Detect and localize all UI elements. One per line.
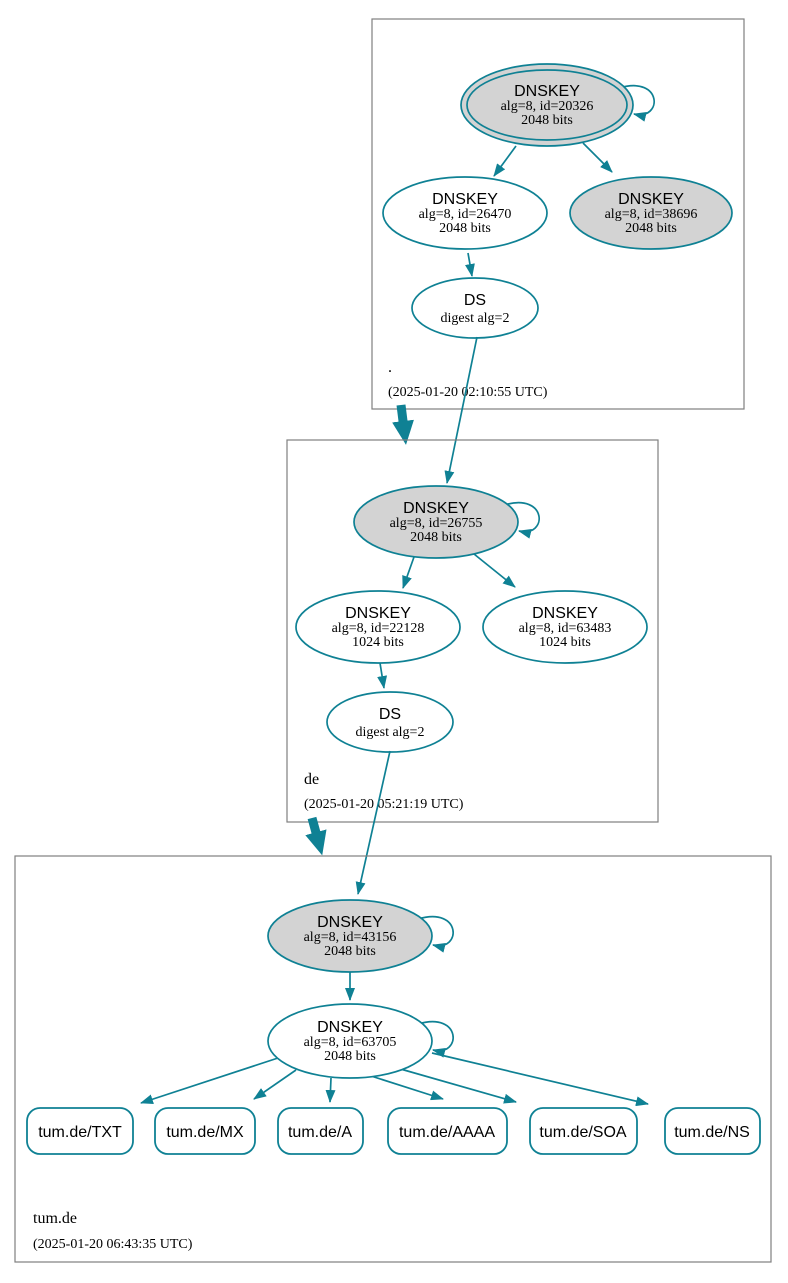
zone-timestamp-de: (2025-01-20 05:21:19 UTC) bbox=[304, 797, 464, 812]
rrset-mx-rect bbox=[154, 1107, 256, 1155]
dnskey-bits: 1024 bits bbox=[539, 635, 591, 650]
dnskey-node-root-zsk: DNSKEY alg=8, id=26470 2048 bits bbox=[382, 176, 548, 250]
rrsig-arrow-root-ksk-to-key2 bbox=[582, 142, 613, 173]
dnskey-tumde-zsk-ellipse bbox=[267, 1003, 433, 1079]
rrset-ns-rect bbox=[664, 1107, 761, 1155]
zone-name-root: . bbox=[388, 359, 392, 376]
dnskey-node-tumde-zsk: DNSKEY alg=8, id=63705 2048 bits bbox=[267, 1003, 433, 1079]
dnskey-root-key2-ellipse bbox=[569, 176, 733, 250]
dnskey-title: DNSKEY bbox=[618, 191, 684, 208]
dnskey-node-de-key2: DNSKEY alg=8, id=63483 1024 bits bbox=[482, 590, 648, 664]
dnskey-bits: 2048 bits bbox=[410, 530, 462, 545]
dnskey-title: DNSKEY bbox=[403, 500, 469, 517]
dnskey-title: DNSKEY bbox=[317, 1019, 383, 1036]
rrsig-arrow-de-ksk-to-key2 bbox=[473, 553, 516, 588]
ds-title: DS bbox=[379, 706, 401, 723]
rrset-node-tumde-mx: tum.de/MX bbox=[154, 1107, 256, 1155]
rrset-label: tum.de/MX bbox=[166, 1124, 244, 1141]
rrsig-arrow-root-zsk-to-ds bbox=[465, 252, 475, 277]
rrset-label: tum.de/NS bbox=[674, 1124, 750, 1141]
dnskey-root-ksk-inner-ellipse bbox=[466, 69, 628, 141]
ds-digest: digest alg=2 bbox=[441, 311, 510, 326]
dnskey-node-de-zsk: DNSKEY alg=8, id=22128 1024 bits bbox=[295, 590, 461, 664]
dnskey-alg-id: alg=8, id=43156 bbox=[304, 930, 397, 945]
dnskey-title: DNSKEY bbox=[317, 914, 383, 931]
ds-arrow-root-to-de-ksk bbox=[444, 336, 478, 484]
rrset-node-tumde-ns: tum.de/NS bbox=[664, 1107, 761, 1155]
ds-title: DS bbox=[464, 292, 486, 309]
delegation-arrow-root-to-de bbox=[392, 404, 414, 445]
rrsig-arrow-zsk-to-aaaa bbox=[370, 1075, 444, 1101]
rrset-node-tumde-a: tum.de/A bbox=[277, 1107, 364, 1155]
rrset-txt-rect bbox=[26, 1107, 134, 1155]
dnskey-bits: 2048 bits bbox=[521, 113, 573, 128]
dnskey-alg-id: alg=8, id=26755 bbox=[390, 516, 483, 531]
dnskey-bits: 2048 bits bbox=[439, 221, 491, 236]
ds-arrow-de-to-tumde-ksk bbox=[355, 750, 391, 895]
rrset-soa-rect bbox=[529, 1107, 638, 1155]
dnskey-de-ksk-ellipse bbox=[353, 485, 519, 559]
zone-timestamp-tumde: (2025-01-20 06:43:35 UTC) bbox=[33, 1237, 193, 1252]
zone-tumde: tum.de (2025-01-20 06:43:35 UTC) DNSKEY … bbox=[14, 855, 772, 1263]
dnskey-title: DNSKEY bbox=[532, 605, 598, 622]
zone-root: . (2025-01-20 02:10:55 UTC) DNSKEY alg=8… bbox=[371, 18, 745, 410]
dnskey-alg-id: alg=8, id=63483 bbox=[519, 621, 612, 636]
delegation-arrow-de-to-tumde bbox=[305, 816, 327, 856]
dnskey-bits: 2048 bits bbox=[625, 221, 677, 236]
rrset-label: tum.de/TXT bbox=[38, 1124, 122, 1141]
self-loop-arrow-tumde-zsk bbox=[417, 1021, 454, 1058]
rrsig-arrow-root-ksk-to-zsk bbox=[493, 145, 517, 177]
dnskey-bits: 2048 bits bbox=[324, 1049, 376, 1064]
zone-box-root bbox=[371, 18, 745, 410]
dnskey-bits: 1024 bits bbox=[352, 635, 404, 650]
dnskey-title: DNSKEY bbox=[345, 605, 411, 622]
rrsig-arrow-zsk-to-soa bbox=[396, 1067, 517, 1104]
ds-node-de: DS digest alg=2 bbox=[326, 691, 454, 753]
rrset-label: tum.de/AAAA bbox=[399, 1124, 495, 1141]
rrsig-arrow-de-ksk-to-zsk bbox=[402, 556, 415, 589]
ds-digest: digest alg=2 bbox=[356, 725, 425, 740]
dnskey-alg-id: alg=8, id=26470 bbox=[419, 207, 512, 222]
dnskey-node-tumde-ksk: DNSKEY alg=8, id=43156 2048 bits bbox=[267, 899, 433, 973]
self-loop-arrow-de-ksk bbox=[503, 502, 540, 539]
dnskey-tumde-ksk-ellipse bbox=[267, 899, 433, 973]
rrsig-arrow-zsk-to-a bbox=[325, 1077, 336, 1103]
dnskey-alg-id: alg=8, id=20326 bbox=[501, 99, 594, 114]
dnskey-title: DNSKEY bbox=[432, 191, 498, 208]
zone-name-tumde: tum.de bbox=[33, 1210, 77, 1227]
rrset-node-tumde-aaaa: tum.de/AAAA bbox=[387, 1107, 508, 1155]
dnskey-root-zsk-ellipse bbox=[382, 176, 548, 250]
zone-box-tumde bbox=[14, 855, 772, 1263]
zone-de: de (2025-01-20 05:21:19 UTC) DNSKEY alg=… bbox=[286, 439, 659, 823]
dnskey-title: DNSKEY bbox=[514, 83, 580, 100]
zone-timestamp-root: (2025-01-20 02:10:55 UTC) bbox=[388, 385, 548, 400]
rrsig-arrow-de-zsk-to-ds bbox=[377, 662, 388, 689]
dnskey-node-de-ksk: DNSKEY alg=8, id=26755 2048 bits bbox=[353, 485, 519, 559]
dnskey-alg-id: alg=8, id=38696 bbox=[605, 207, 698, 222]
dnskey-de-key2-ellipse bbox=[482, 590, 648, 664]
rrsig-arrow-zsk-to-ns bbox=[431, 1052, 649, 1107]
self-loop-arrow-root-ksk bbox=[618, 85, 655, 122]
zone-box-de bbox=[286, 439, 659, 823]
dnskey-de-zsk-ellipse bbox=[295, 590, 461, 664]
dnskey-alg-id: alg=8, id=22128 bbox=[332, 621, 425, 636]
dnskey-alg-id: alg=8, id=63705 bbox=[304, 1035, 397, 1050]
dnskey-bits: 2048 bits bbox=[324, 944, 376, 959]
dnskey-node-root-ksk: DNSKEY alg=8, id=20326 2048 bits bbox=[460, 63, 634, 147]
self-loop-arrow-tumde-ksk bbox=[417, 916, 454, 953]
dnskey-node-root-key2: DNSKEY alg=8, id=38696 2048 bits bbox=[569, 176, 733, 250]
zone-name-de: de bbox=[304, 771, 319, 788]
rrset-label: tum.de/A bbox=[288, 1124, 352, 1141]
ds-root-ellipse bbox=[411, 277, 539, 339]
ds-node-root: DS digest alg=2 bbox=[411, 277, 539, 339]
rrset-node-tumde-txt: tum.de/TXT bbox=[26, 1107, 134, 1155]
rrset-node-tumde-soa: tum.de/SOA bbox=[529, 1107, 638, 1155]
rrsig-arrow-zsk-to-txt bbox=[140, 1057, 279, 1105]
rrset-a-rect bbox=[277, 1107, 364, 1155]
rrsig-arrow-zsk-to-mx bbox=[253, 1069, 297, 1100]
dnskey-root-ksk-outer-ellipse bbox=[460, 63, 634, 147]
rrset-aaaa-rect bbox=[387, 1107, 508, 1155]
rrset-label: tum.de/SOA bbox=[539, 1124, 626, 1141]
